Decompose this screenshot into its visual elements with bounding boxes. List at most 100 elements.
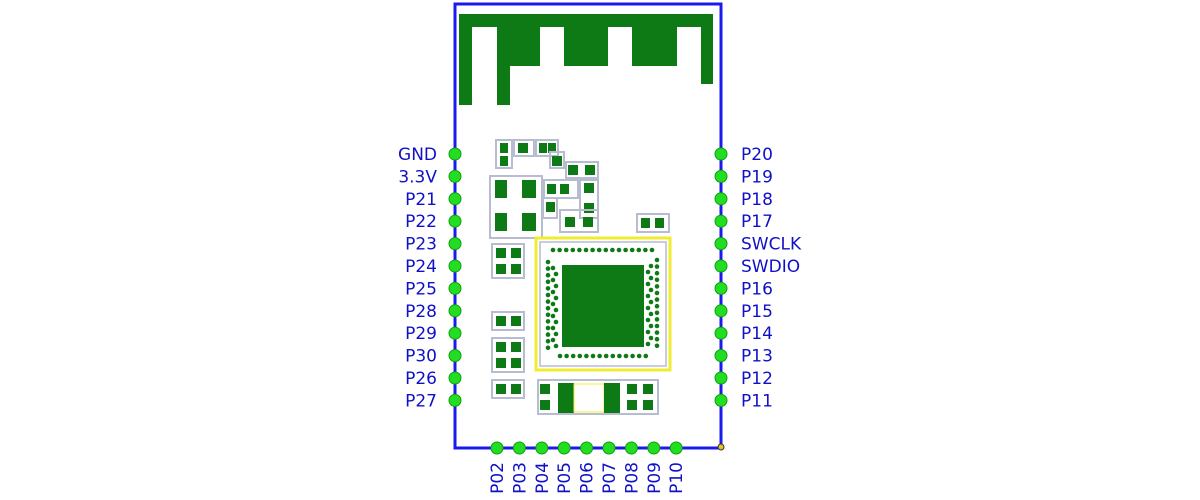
- chip-pad: [654, 303, 660, 309]
- pin-pad-left-p21: [448, 192, 462, 206]
- pin-pad-left-gnd: [448, 147, 462, 161]
- pin-pad-right-p19: [714, 169, 728, 183]
- chip-pad: [645, 305, 651, 311]
- chip-pad: [648, 287, 654, 293]
- pin-pad-left-p26: [448, 371, 462, 385]
- chip-pad: [654, 264, 660, 269]
- chip-pad: [645, 269, 651, 275]
- pin-pad-bottom-p03: [512, 441, 526, 455]
- chip-pad: [570, 247, 576, 253]
- chip-pad: [645, 317, 651, 323]
- pcb-antenna: [459, 14, 713, 105]
- pin-pad-left-p28: [448, 304, 462, 318]
- pin-pad-left-3-3v: [448, 169, 462, 183]
- chip-pad: [648, 335, 654, 341]
- chip-pad-ring: [539, 241, 667, 367]
- pin-label-right: SWDIO: [741, 257, 800, 277]
- chip-pad: [648, 299, 654, 305]
- pin-label-bottom: P02: [488, 462, 508, 494]
- pin-pad-right-p14: [714, 326, 728, 340]
- pin-pad-bottom-p09: [647, 441, 661, 455]
- chip-pad: [649, 247, 655, 253]
- chip-pad: [553, 295, 559, 301]
- chip-pad: [563, 247, 569, 253]
- pin-label-bottom: P10: [667, 462, 687, 494]
- chip-pad: [545, 286, 551, 291]
- pin-label-right: P12: [741, 369, 773, 389]
- chip-pad: [545, 319, 551, 324]
- pin-pad-right-p17: [714, 214, 728, 228]
- pin-pad-right-swdio: [714, 259, 728, 273]
- chip-pad: [623, 353, 629, 359]
- chip-pad: [553, 343, 559, 349]
- pin-label-right: P19: [741, 167, 773, 187]
- chip-pad: [583, 247, 589, 253]
- chip-pad: [545, 279, 551, 285]
- chip-pad: [648, 323, 654, 329]
- pin-label-right: P14: [741, 324, 773, 344]
- chip-pad: [553, 283, 559, 289]
- pin-pad-bottom-p08: [624, 441, 638, 455]
- pin-pad-left-p23: [448, 237, 462, 251]
- pin-pad-right-p11: [714, 393, 728, 407]
- chip-pad: [654, 284, 660, 289]
- chip-pad: [584, 353, 589, 359]
- chip-pad: [570, 353, 576, 359]
- chip-pad: [550, 337, 556, 343]
- chip-pad: [654, 336, 660, 342]
- chip-pad: [590, 353, 596, 359]
- chip-pad: [553, 331, 559, 337]
- upper-left-components: [489, 139, 670, 239]
- chip-pad: [553, 319, 559, 325]
- chip-pad: [610, 353, 616, 359]
- chip-pad: [654, 317, 660, 322]
- pin-label-right: P18: [741, 190, 773, 210]
- chip-pad: [545, 292, 551, 298]
- pin-label-left: P30: [405, 347, 437, 367]
- chip-pad: [648, 275, 654, 281]
- pin-label-right: SWCLK: [741, 235, 802, 255]
- pin-label-left: P26: [405, 369, 437, 389]
- pin-label-left: P24: [405, 257, 437, 277]
- pin-label-bottom: P07: [600, 462, 620, 494]
- chip-pad: [603, 247, 609, 253]
- pin-pad-right-p18: [714, 192, 728, 206]
- main-chip: [534, 236, 672, 372]
- chip-pad: [643, 247, 648, 253]
- chip-pad: [545, 345, 551, 351]
- pin-label-left: P29: [405, 324, 437, 344]
- pin-pad-left-p24: [448, 259, 462, 273]
- chip-pad: [629, 247, 635, 253]
- pin-pad-bottom-p02: [490, 441, 504, 455]
- chip-pad: [564, 353, 569, 359]
- chip-pad: [654, 277, 660, 283]
- pin-pad-left-p27: [448, 393, 462, 407]
- pin-label-bottom: P06: [578, 462, 598, 494]
- chip-pad: [550, 247, 556, 253]
- chip-pad: [590, 247, 595, 253]
- pin-pad-right-p20: [714, 147, 728, 161]
- chip-pad: [617, 353, 622, 359]
- chip-pad: [636, 353, 642, 359]
- chip-pad: [545, 259, 551, 265]
- pin-pad-bottom-p10: [669, 441, 683, 455]
- chip-pad: [654, 257, 660, 263]
- pin-label-left: 3.3V: [398, 167, 437, 187]
- left-passive-components: [491, 243, 525, 399]
- chip-pad: [645, 281, 651, 287]
- chip-pad: [645, 293, 651, 299]
- pin-label-right: P13: [741, 347, 773, 367]
- chip-pad: [616, 247, 622, 253]
- pin-pad-right-p15: [714, 304, 728, 318]
- pin-label-left: P23: [405, 235, 437, 255]
- pin-pad-left-p22: [448, 214, 462, 228]
- pin-label-bottom: P04: [533, 462, 553, 494]
- chip-pad: [553, 271, 559, 277]
- chip-pad: [630, 353, 635, 359]
- chip-pad: [643, 353, 649, 359]
- chip-pad: [550, 325, 556, 331]
- chip-pad: [545, 338, 551, 344]
- pin-pad-right-swclk: [714, 237, 728, 251]
